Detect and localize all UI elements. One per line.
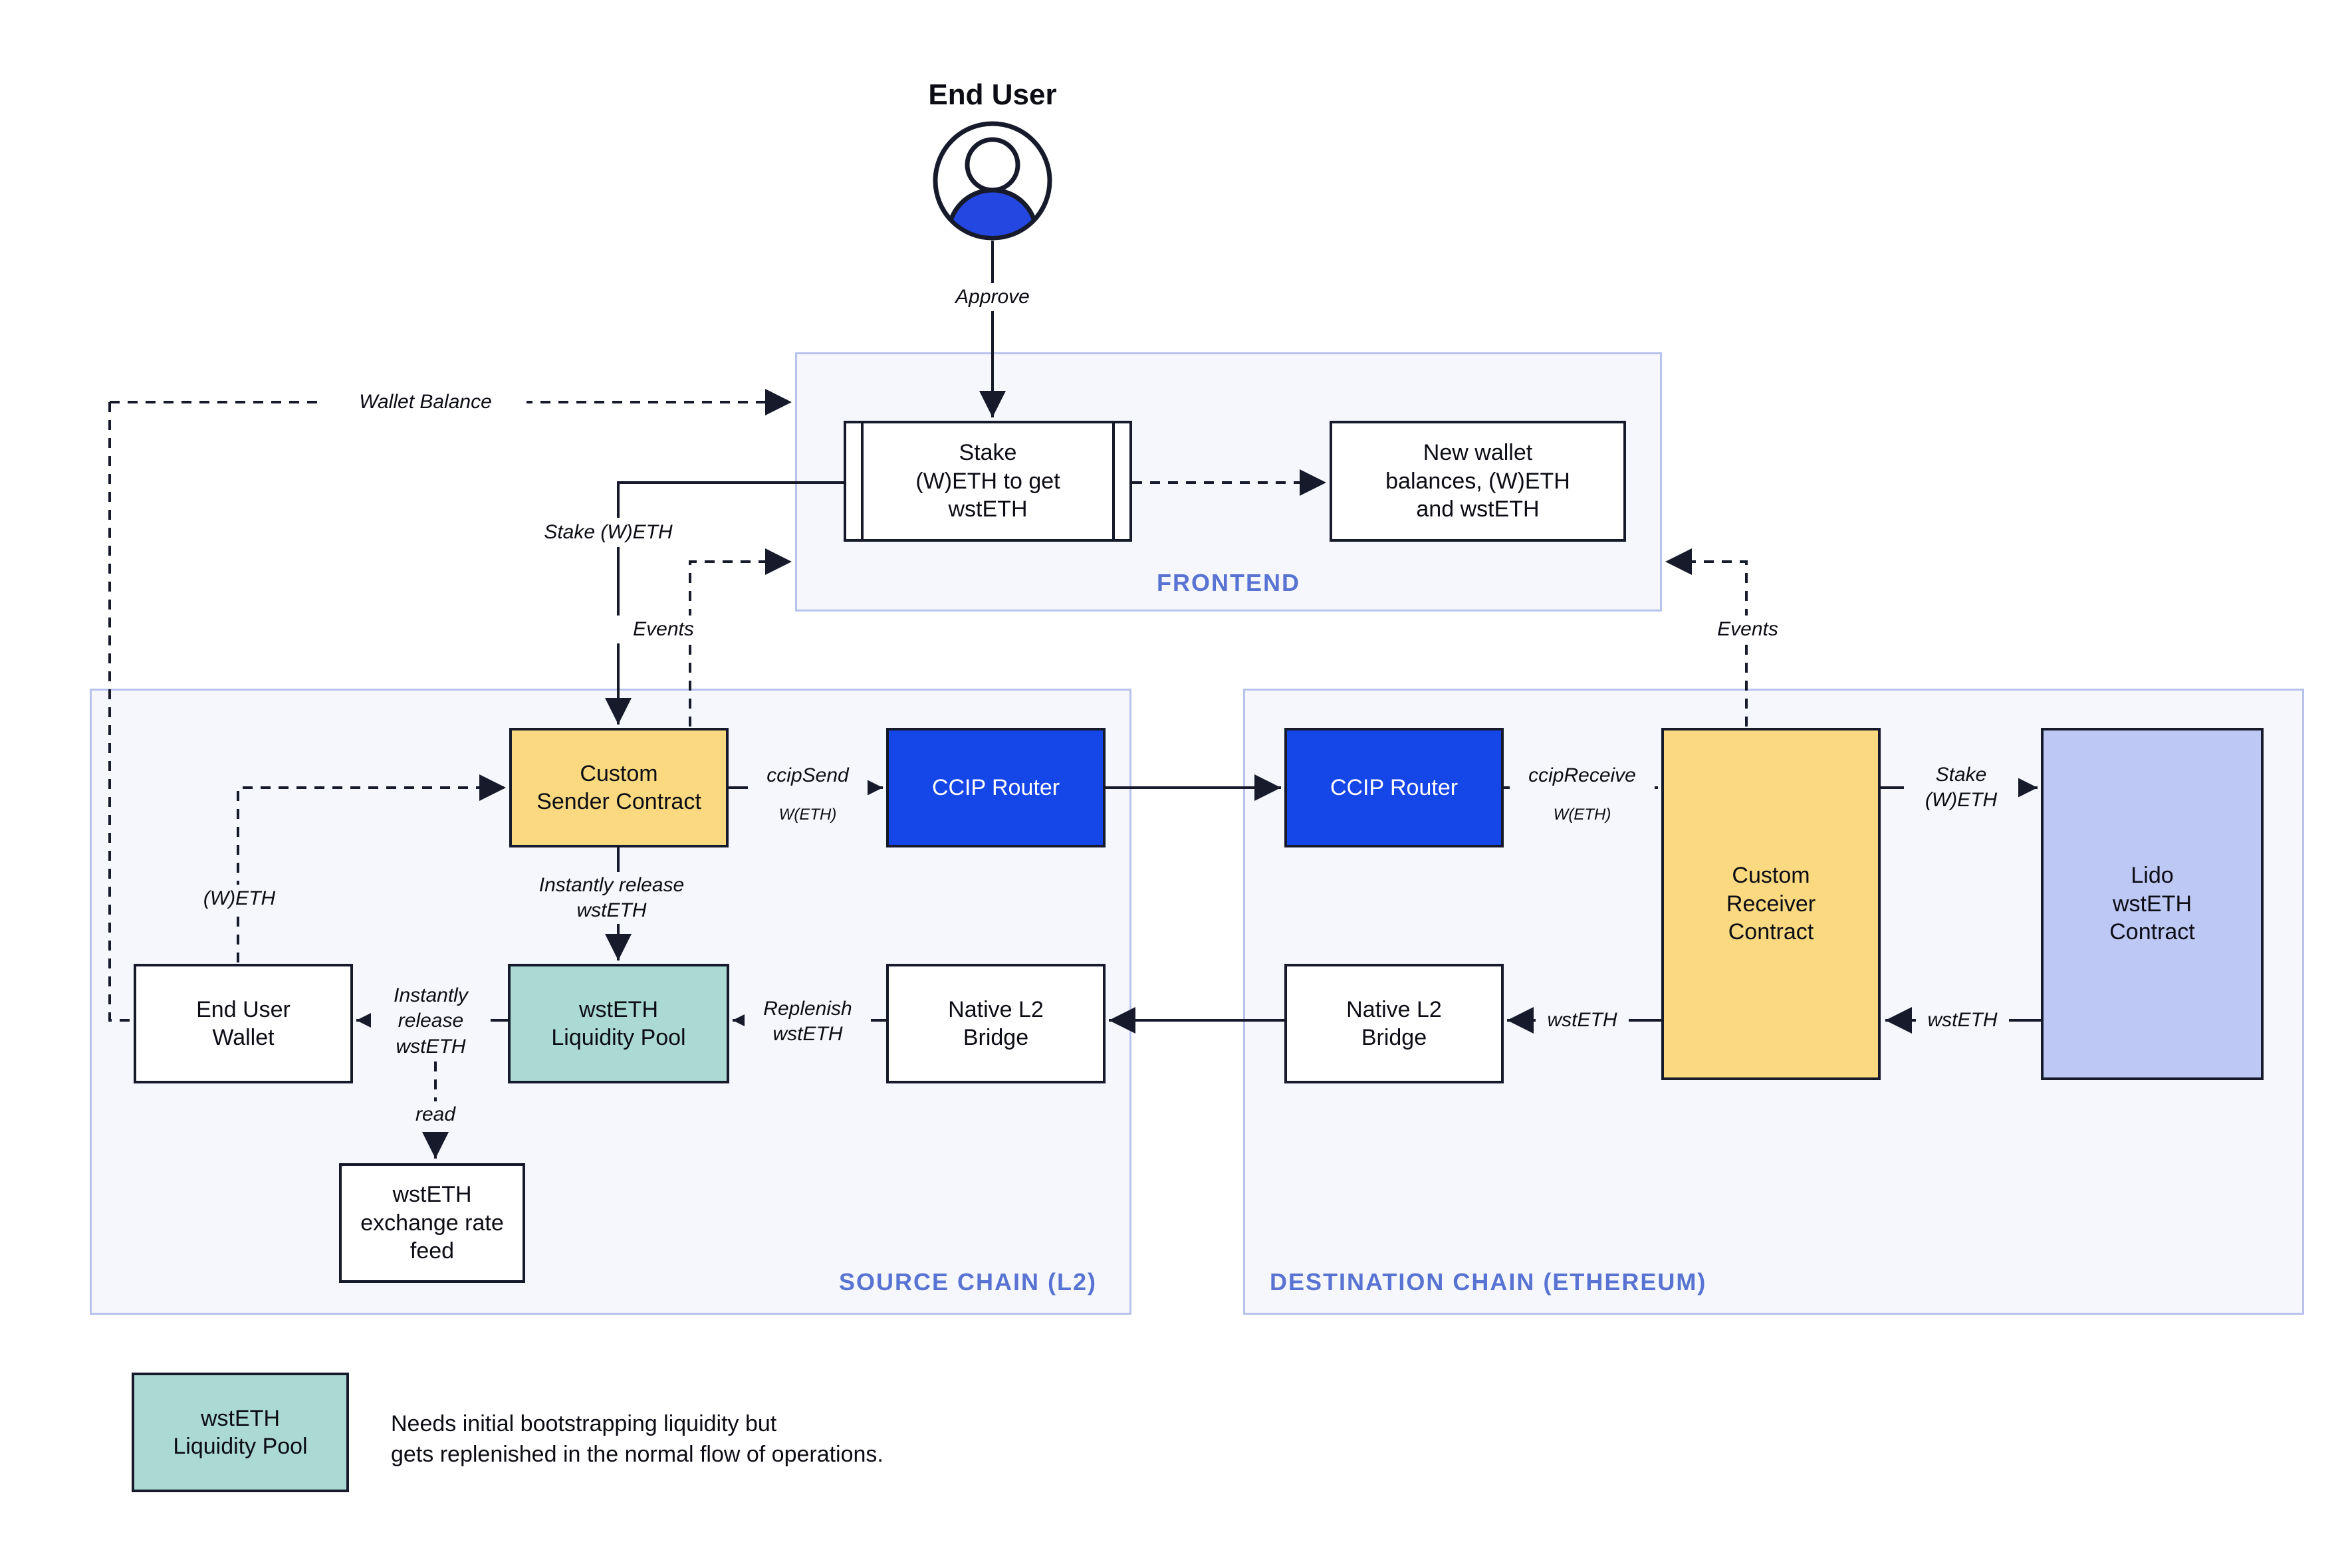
wallet-balance-edge-label: Wallet Balance	[324, 388, 527, 416]
lido-wsteth-contract-box: Lido wstETH Contract	[2041, 728, 2264, 1080]
ccipsend-edge-label: ccipSend W(ETH)	[748, 751, 868, 838]
events-right-dashed-arrow	[1665, 548, 1748, 727]
source-chain-label: SOURCE CHAIN (L2)	[838, 1268, 1097, 1295]
wsteth-receiver-edge-label: wstETH	[1536, 1006, 1629, 1035]
weth-wallet-to-sender-dashed-arrow	[237, 774, 506, 962]
custom-receiver-contract-box: Custom Receiver Contract	[1661, 728, 1881, 1080]
wsteth-exchange-rate-feed-label: wstETH exchange rate feed	[360, 1182, 504, 1264]
events-right-edge-label: Events	[1696, 616, 1800, 643]
ccipreceive-main-label: ccipReceive	[1528, 764, 1636, 787]
weth-edge-label: (W)ETH	[186, 885, 293, 913]
stake-weth-box[interactable]: Stake (W)ETH to get wstETH	[844, 421, 1132, 542]
wsteth-liquidity-pool-label: wstETH Liquidity Pool	[551, 996, 686, 1051]
ccip-router-destination-label: CCIP Router	[1330, 774, 1459, 800]
ccipsend-sub-label: W(ETH)	[778, 805, 837, 824]
approve-edge-label: Approve	[929, 283, 1056, 311]
read-edge-label: read	[399, 1101, 472, 1128]
wsteth-lido-edge-label: wstETH	[1916, 1006, 2009, 1035]
legend-description: Needs initial bootstrapping liquidity bu…	[391, 1411, 883, 1467]
end-user-wallet-label: End User Wallet	[196, 996, 291, 1051]
legend-swatch-label: wstETH Liquidity Pool	[173, 1405, 308, 1460]
wallet-balance-dashed-drop	[108, 402, 132, 1022]
stake-weth-right-edge-label: Stake (W)ETH	[1904, 758, 2018, 818]
legend-swatch: wstETH Liquidity Pool	[132, 1373, 349, 1492]
events-left-dashed-arrow	[689, 548, 792, 727]
wsteth-liquidity-pool-box: wstETH Liquidity Pool	[508, 964, 729, 1083]
native-l2-bridge-source-box: Native L2 Bridge	[886, 964, 1106, 1083]
frontend-label: FRONTEND	[1157, 569, 1300, 596]
wsteth-exchange-rate-feed-box: wstETH exchange rate feed	[339, 1163, 525, 1283]
destination-chain-label: DESTINATION CHAIN (ETHEREUM)	[1270, 1268, 1707, 1295]
lido-wsteth-contract-label: Lido wstETH Contract	[2109, 863, 2195, 945]
ccipsend-main-label: ccipSend	[766, 764, 849, 787]
custom-sender-contract-label: Custom Sender Contract	[536, 760, 701, 815]
ccipreceive-sub-label: W(ETH)	[1553, 805, 1611, 824]
replenish-edge-label: Replenish wstETH	[745, 995, 871, 1048]
new-wallet-balances-box: New wallet balances, (W)ETH and wstETH	[1330, 421, 1626, 542]
native-l2-bridge-destination-box: Native L2 Bridge	[1284, 964, 1504, 1083]
subroutine-bar-left	[861, 421, 864, 542]
custom-sender-contract-box: Custom Sender Contract	[509, 728, 729, 847]
ccipreceive-edge-label: ccipReceive W(ETH)	[1510, 751, 1655, 838]
ccip-router-source-label: CCIP Router	[931, 774, 1060, 800]
stake-weth-box-label: Stake (W)ETH to get wstETH	[915, 440, 1060, 522]
stake-to-sender-arrow	[605, 481, 844, 725]
end-user-wallet-box: End User Wallet	[134, 964, 353, 1083]
events-left-edge-label: Events	[612, 616, 715, 643]
native-l2-bridge-source-label: Native L2 Bridge	[948, 996, 1044, 1051]
native-l2-bridge-destination-label: Native L2 Bridge	[1346, 996, 1442, 1051]
instantly-release-vertical-edge-label: Instantly release wstETH	[535, 872, 688, 924]
ccip-router-destination-box: CCIP Router	[1284, 728, 1504, 847]
instantly-release-horizontal-edge-label: Instantly release wstETH	[371, 982, 491, 1060]
ccip-router-source-box: CCIP Router	[886, 728, 1106, 847]
subroutine-bar-right	[1112, 421, 1115, 542]
end-user-title: End User	[928, 78, 1057, 111]
new-wallet-balances-label: New wallet balances, (W)ETH and wstETH	[1385, 440, 1570, 522]
stake-weth-left-edge-label: Stake (W)ETH	[512, 518, 705, 547]
custom-receiver-contract-label: Custom Receiver Contract	[1726, 863, 1816, 945]
